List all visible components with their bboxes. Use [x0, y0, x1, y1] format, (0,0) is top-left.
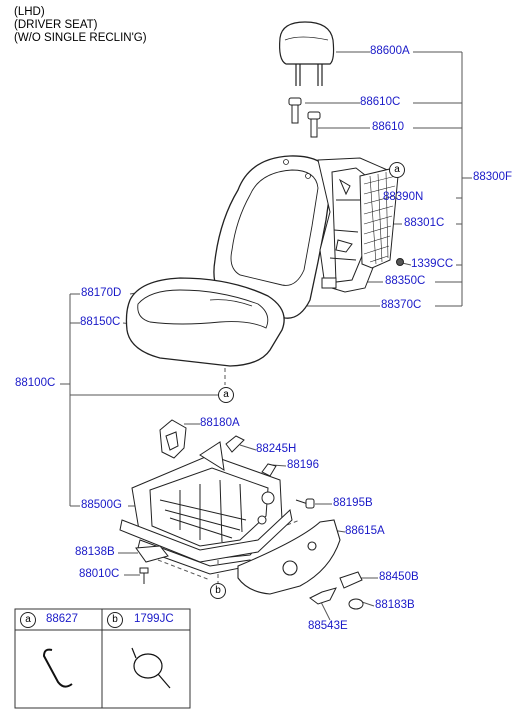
clamp-1799JC-drawing: [131, 647, 171, 689]
part-88180A[interactable]: 88180A: [200, 417, 240, 429]
header-lhd: (LHD): [14, 6, 45, 18]
legend-callout-b: b: [107, 612, 123, 628]
cap-88183B-drawing: [348, 598, 364, 610]
legend-box: [14, 608, 191, 709]
callout-a-back[interactable]: a: [389, 162, 405, 178]
bolt-88195B-drawing: [295, 498, 315, 509]
side-cover-88615A-drawing: [237, 519, 341, 595]
part-88010C[interactable]: 88010C: [79, 568, 120, 580]
part-88543E[interactable]: 88543E: [308, 620, 348, 632]
part-1339CC[interactable]: 1339CC: [411, 258, 454, 270]
headrest-drawing: [279, 21, 335, 86]
part-88100C[interactable]: 88100C: [15, 377, 56, 389]
clip-88245H-drawing: [225, 435, 245, 453]
seat-cushion-drawing: [125, 277, 285, 367]
legend-callout-a: a: [20, 612, 36, 628]
bracket-88138B-drawing: [135, 545, 169, 563]
lever-88543E-drawing: [309, 587, 337, 605]
headrest-guide-drawing: [288, 97, 321, 138]
part-88196[interactable]: 88196: [287, 459, 319, 471]
part-88450B[interactable]: 88450B: [379, 571, 419, 583]
callout-a-cushion[interactable]: a: [218, 387, 234, 403]
clip-88196-drawing: [261, 463, 277, 477]
bracket-drawing: [321, 277, 337, 289]
part-88610C[interactable]: 88610C: [360, 96, 401, 108]
part-88245H[interactable]: 88245H: [256, 443, 297, 455]
nut-drawing: [396, 258, 404, 266]
wire-clip-88627-drawing: [42, 648, 73, 688]
header-driver-seat: (DRIVER SEAT): [14, 19, 98, 31]
part-88370C[interactable]: 88370C: [381, 299, 422, 311]
callout-b[interactable]: b: [210, 583, 226, 599]
knob-88450B-drawing: [339, 571, 363, 589]
legend-part-88627[interactable]: 88627: [46, 613, 78, 625]
part-88600A[interactable]: 88600A: [370, 45, 410, 57]
header-reclining-note: (W/O SINGLE RECLIN'G): [14, 32, 147, 44]
part-88615A[interactable]: 88615A: [345, 525, 385, 537]
seat-back-drawing: [213, 155, 333, 319]
part-88300F[interactable]: 88300F: [473, 171, 513, 183]
back-board-drawing: [359, 167, 399, 269]
part-88170D[interactable]: 88170D: [81, 287, 122, 299]
screw-88010C-drawing: [139, 567, 149, 584]
part-88610[interactable]: 88610: [372, 121, 404, 133]
part-88183B[interactable]: 88183B: [375, 599, 415, 611]
legend-part-1799JC[interactable]: 1799JC: [134, 613, 174, 625]
part-88150C[interactable]: 88150C: [80, 316, 121, 328]
cover-88180A-drawing: [159, 419, 187, 459]
part-88390N[interactable]: 88390N: [383, 191, 424, 203]
cushion-frame-drawing: [119, 441, 293, 575]
part-88350C[interactable]: 88350C: [385, 275, 426, 287]
part-88500G[interactable]: 88500G: [81, 499, 122, 511]
part-88301C[interactable]: 88301C: [404, 217, 445, 229]
part-88138B[interactable]: 88138B: [75, 546, 115, 558]
part-88195B[interactable]: 88195B: [333, 497, 373, 509]
